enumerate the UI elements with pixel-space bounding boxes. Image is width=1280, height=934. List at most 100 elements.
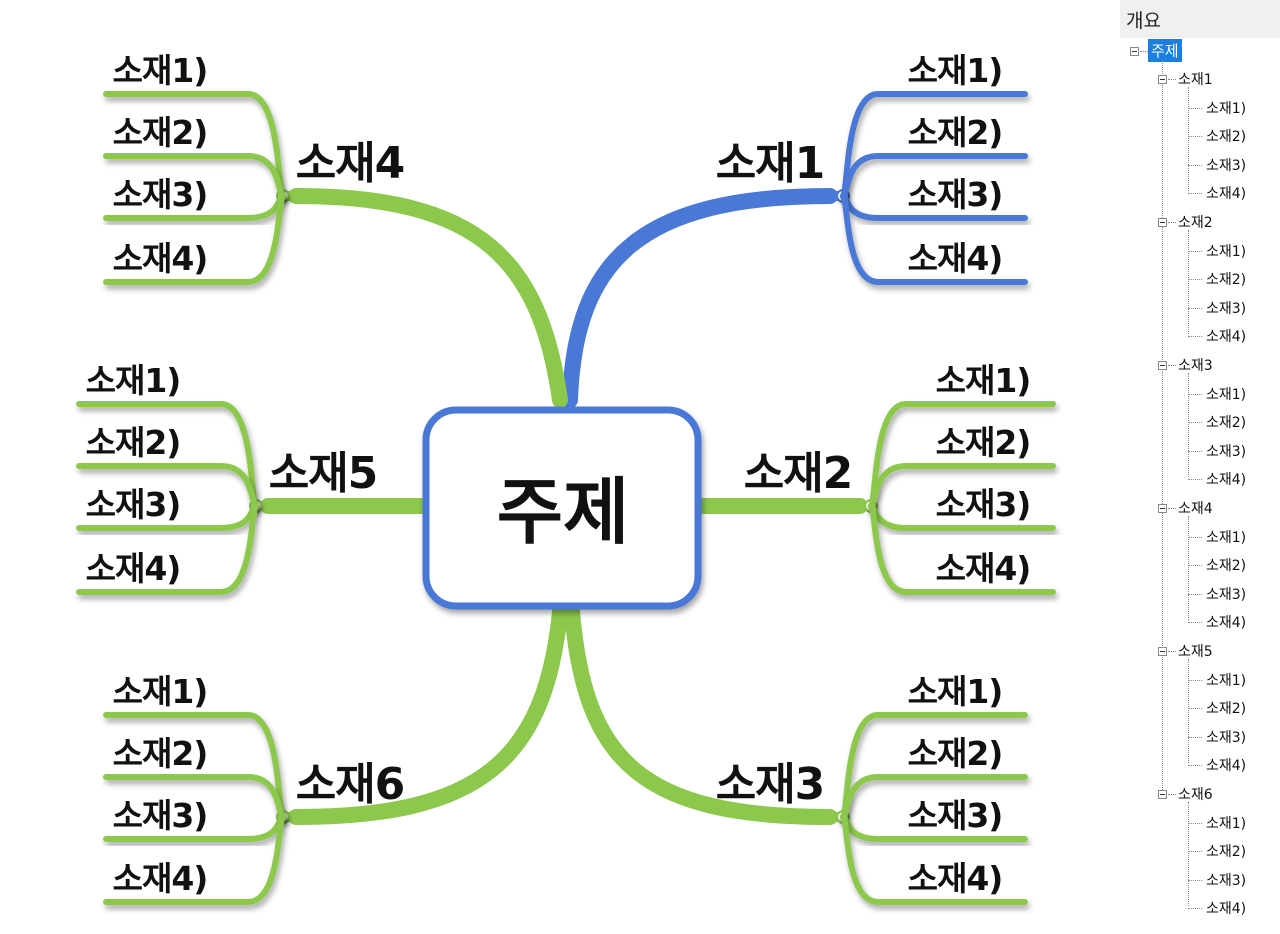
branch-topic-label-3[interactable]: 소재3 <box>716 759 826 810</box>
outline-leaf-node[interactable]: 소재2) <box>1206 558 1247 575</box>
collapse-toggle-icon[interactable] <box>1130 47 1139 56</box>
branch-topic-label-4[interactable]: 소재4 <box>296 138 406 189</box>
tree-connector <box>1168 651 1176 652</box>
collapse-toggle-icon[interactable] <box>1158 504 1167 513</box>
leaf-topic-label[interactable]: 소재2) <box>936 423 1032 462</box>
outline-leaf-node[interactable]: 소재4) <box>1206 758 1247 775</box>
central-topic[interactable]: 주제 <box>422 406 702 610</box>
leaf-lines <box>76 91 1056 905</box>
outline-leaf-node[interactable]: 소재3) <box>1206 157 1247 174</box>
collapse-toggle-icon[interactable] <box>1158 75 1167 84</box>
outline-group-node[interactable]: 소재1 <box>1178 72 1213 88</box>
leaf-topic-label[interactable]: 소재3) <box>86 485 182 524</box>
tree-connector <box>1168 222 1176 223</box>
leaf-line <box>76 503 259 595</box>
tree-connector <box>1168 508 1176 509</box>
tree-connector <box>1188 107 1202 109</box>
outline-leaf-node[interactable]: 소재1) <box>1206 529 1247 546</box>
central-topic-box[interactable] <box>422 406 702 610</box>
leaf-topic-label[interactable]: 소재1) <box>113 51 209 90</box>
outline-leaf-node[interactable]: 소재2) <box>1206 272 1247 289</box>
leaf-topic-label[interactable]: 소재4) <box>113 859 209 898</box>
outline-leaf-node[interactable]: 소재4) <box>1206 901 1247 918</box>
leaf-topic-label[interactable]: 소재4) <box>86 549 182 588</box>
leaf-topic-label[interactable]: 소재1) <box>908 51 1004 90</box>
outline-leaf-node[interactable]: 소재1) <box>1206 672 1247 689</box>
outline-group-node[interactable]: 소재4 <box>1178 501 1213 517</box>
leaf-topic-label[interactable]: 소재2) <box>113 113 209 152</box>
outline-group-node[interactable]: 소재5 <box>1178 644 1213 660</box>
branch-connector-3 <box>564 604 838 825</box>
leaf-topic-label[interactable]: 소재3) <box>936 485 1032 524</box>
branch-topic-label-5[interactable]: 소재5 <box>269 448 379 499</box>
tree-connector <box>1188 164 1202 166</box>
tree-connector <box>1188 307 1202 309</box>
outline-group-node[interactable]: 소재3 <box>1178 358 1213 374</box>
branch-connectors <box>249 188 878 825</box>
outline-leaf-node[interactable]: 소재1) <box>1206 243 1247 260</box>
leaf-topic-label[interactable]: 소재4) <box>936 549 1032 588</box>
outline-group-node[interactable]: 소재2 <box>1178 215 1213 231</box>
outline-header: 개요 <box>1126 10 1161 32</box>
outline-leaf-node[interactable]: 소재3) <box>1206 586 1247 603</box>
outline-leaf-node[interactable]: 소재3) <box>1206 443 1247 460</box>
outline-leaf-node[interactable]: 소재2) <box>1206 701 1247 718</box>
tree-connector <box>1188 736 1202 738</box>
tree-connector <box>1168 365 1176 366</box>
outline-leaf-node[interactable]: 소재1) <box>1206 100 1247 117</box>
leaf-topic-label[interactable]: 소재3) <box>113 175 209 214</box>
leaf-topic-label[interactable]: 소재4) <box>908 239 1004 278</box>
tree-connector <box>1188 136 1202 138</box>
outline-leaf-node[interactable]: 소재3) <box>1206 300 1247 317</box>
outline-leaf-node[interactable]: 소재1) <box>1206 815 1247 832</box>
outline-root-node[interactable]: 주제 <box>1148 39 1182 62</box>
leaf-topic-label[interactable]: 소재3) <box>908 175 1004 214</box>
leaf-line <box>868 503 1056 595</box>
leaf-topic-label[interactable]: 소재2) <box>113 734 209 773</box>
outline-leaf-node[interactable]: 소재4) <box>1206 186 1247 203</box>
branch-connector-6 <box>288 604 568 825</box>
outline-leaf-node[interactable]: 소재2) <box>1206 844 1247 861</box>
outline-leaf-node[interactable]: 소재4) <box>1206 329 1247 346</box>
outline-leaf-node[interactable]: 소재3) <box>1206 729 1247 746</box>
outline-leaf-node[interactable]: 소재1) <box>1206 386 1247 403</box>
tree-connector <box>1188 593 1202 595</box>
collapse-toggle-icon[interactable] <box>1158 647 1167 656</box>
branch-topic-label-2[interactable]: 소재2 <box>744 448 854 499</box>
central-topic-label[interactable]: 주제 <box>497 470 629 554</box>
leaf-topic-label[interactable]: 소재2) <box>908 113 1004 152</box>
tree-connector <box>1188 708 1202 710</box>
outline-leaf-node[interactable]: 소재2) <box>1206 415 1247 432</box>
outline-leaf-node[interactable]: 소재2) <box>1206 129 1247 146</box>
leaf-topic-label[interactable]: 소재2) <box>908 734 1004 773</box>
tree-connector <box>1162 60 1163 794</box>
leaf-topic-label[interactable]: 소재1) <box>86 361 182 400</box>
leaf-topic-label[interactable]: 소재1) <box>936 361 1032 400</box>
branch-topic-label-6[interactable]: 소재6 <box>296 759 406 810</box>
topic-labels: 소재1) 소재2) 소재3) 소재4) 소재1 소재1) 소재2) 소재3) 소재4) 소재2 소재… <box>86 51 1032 898</box>
tree-connector <box>1188 373 1189 478</box>
branch-topic-label-1[interactable]: 소재1 <box>716 138 826 189</box>
leaf-topic-label[interactable]: 소재4) <box>908 859 1004 898</box>
leaf-line <box>840 814 1028 905</box>
branch-connector-1 <box>562 188 838 408</box>
tree-connector <box>1188 822 1202 824</box>
outline-leaf-node[interactable]: 소재3) <box>1206 872 1247 889</box>
collapse-toggle-icon[interactable] <box>1158 361 1167 370</box>
outline-group-node[interactable]: 소재6 <box>1178 787 1213 803</box>
leaf-topic-label[interactable]: 소재3) <box>113 796 209 835</box>
leaf-topic-label[interactable]: 소재1) <box>908 672 1004 711</box>
tree-connector <box>1188 802 1189 907</box>
collapse-toggle-icon[interactable] <box>1158 218 1167 227</box>
outline-leaf-node[interactable]: 소재4) <box>1206 472 1247 489</box>
leaf-topic-label[interactable]: 소재3) <box>908 796 1004 835</box>
tree-connector <box>1188 336 1202 338</box>
tree-connector <box>1188 230 1189 335</box>
outline-leaf-node[interactable]: 소재4) <box>1206 615 1247 632</box>
tree-connector <box>1188 879 1202 881</box>
leaf-topic-label[interactable]: 소재2) <box>86 423 182 462</box>
collapse-toggle-icon[interactable] <box>1158 790 1167 799</box>
leaf-topic-label[interactable]: 소재1) <box>113 672 209 711</box>
tree-connector <box>1188 193 1202 195</box>
leaf-topic-label[interactable]: 소재4) <box>113 239 209 278</box>
